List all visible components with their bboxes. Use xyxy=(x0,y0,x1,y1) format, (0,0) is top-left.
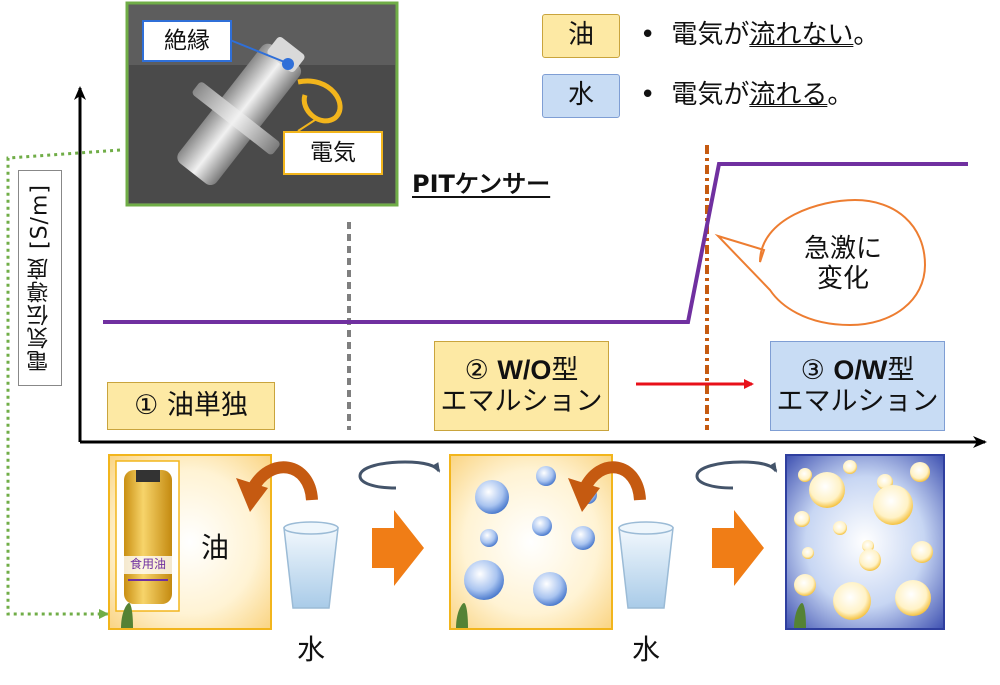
stage-wo-title: ② W/O型 xyxy=(465,355,579,386)
legend-oil-key: 油 xyxy=(542,14,620,58)
legend-water-text: • 電気が流れる。 xyxy=(640,74,960,118)
stage-ow-suffix: 型 xyxy=(887,354,915,386)
stir-icon-2 xyxy=(695,460,778,490)
legend-water-bullet: • xyxy=(640,80,656,111)
water-label-1: 水 xyxy=(296,632,325,666)
stage-wo-type: W/O xyxy=(497,354,552,385)
stage-wo-suffix: 型 xyxy=(551,354,579,386)
legend-oil-text-suffix: 。 xyxy=(853,20,880,51)
sensor-connector xyxy=(6,148,121,619)
pour-arrow-2-head xyxy=(568,478,600,512)
insulation-label: 絶縁 xyxy=(142,20,232,62)
stage-ow-type: O/W xyxy=(833,354,888,385)
stage-ow-number: ③ xyxy=(800,354,834,386)
stage-ow-line2: エマルション xyxy=(776,386,939,417)
callout-bubble xyxy=(714,198,927,327)
stage-wo-number: ② xyxy=(464,354,498,386)
sensor-tip-2 xyxy=(456,603,468,628)
bottle-label: 食用油 xyxy=(129,557,166,572)
oil-bottle xyxy=(115,460,180,612)
sensor-tip-3 xyxy=(794,603,806,628)
stage-wo-emulsion: ② W/O型 エマルション xyxy=(434,341,609,431)
conductivity-curve xyxy=(103,162,968,324)
stage-wo-line2: エマルション xyxy=(440,386,603,417)
stir-icon-1 xyxy=(358,460,441,490)
legend-oil-text-underlined: 流れない xyxy=(749,20,854,51)
oil-label: 油 xyxy=(200,530,229,564)
legend-water-text-prefix: 電気が xyxy=(671,80,750,111)
sensor-photo xyxy=(125,1,399,207)
legend-water-text-suffix: 。 xyxy=(827,80,854,111)
callout-line-2: 変化 xyxy=(816,264,869,294)
sensor-tip-1 xyxy=(121,603,133,628)
insulation-pointer xyxy=(229,39,288,64)
pour-arrow-1 xyxy=(246,461,318,501)
process-arrow-2 xyxy=(712,510,764,586)
callout-line-1: 急激に xyxy=(803,234,882,265)
legend-oil-bullet: • xyxy=(640,20,656,51)
legend-water-text-underlined: 流れる xyxy=(749,80,828,111)
pour-arrow-2 xyxy=(578,461,646,501)
legend-water-key: 水 xyxy=(542,74,620,118)
stage-ow-title: ③ O/W型 xyxy=(801,355,915,386)
legend-oil-text: • 電気が流れない。 xyxy=(640,14,960,58)
sensor-title: PITケンサー xyxy=(412,170,551,199)
pour-arrow-1-head xyxy=(236,478,268,512)
process-arrow-1 xyxy=(372,510,424,586)
water-glass-1 xyxy=(283,521,339,609)
y-axis-label: 電気伝導度 [S/m] xyxy=(18,170,62,386)
oil-droplets xyxy=(794,460,933,620)
electricity-pointer xyxy=(297,117,319,132)
water-label-2: 水 xyxy=(631,632,660,666)
electricity-label: 電気 xyxy=(283,131,383,175)
water-glass-2 xyxy=(618,521,674,609)
stage-oil-only: ① 油単独 xyxy=(107,382,275,430)
stage-ow-emulsion: ③ O/W型 エマルション xyxy=(770,341,945,431)
callout-text: 急激に 変化 xyxy=(778,222,908,308)
legend-oil-text-prefix: 電気が xyxy=(671,20,750,51)
